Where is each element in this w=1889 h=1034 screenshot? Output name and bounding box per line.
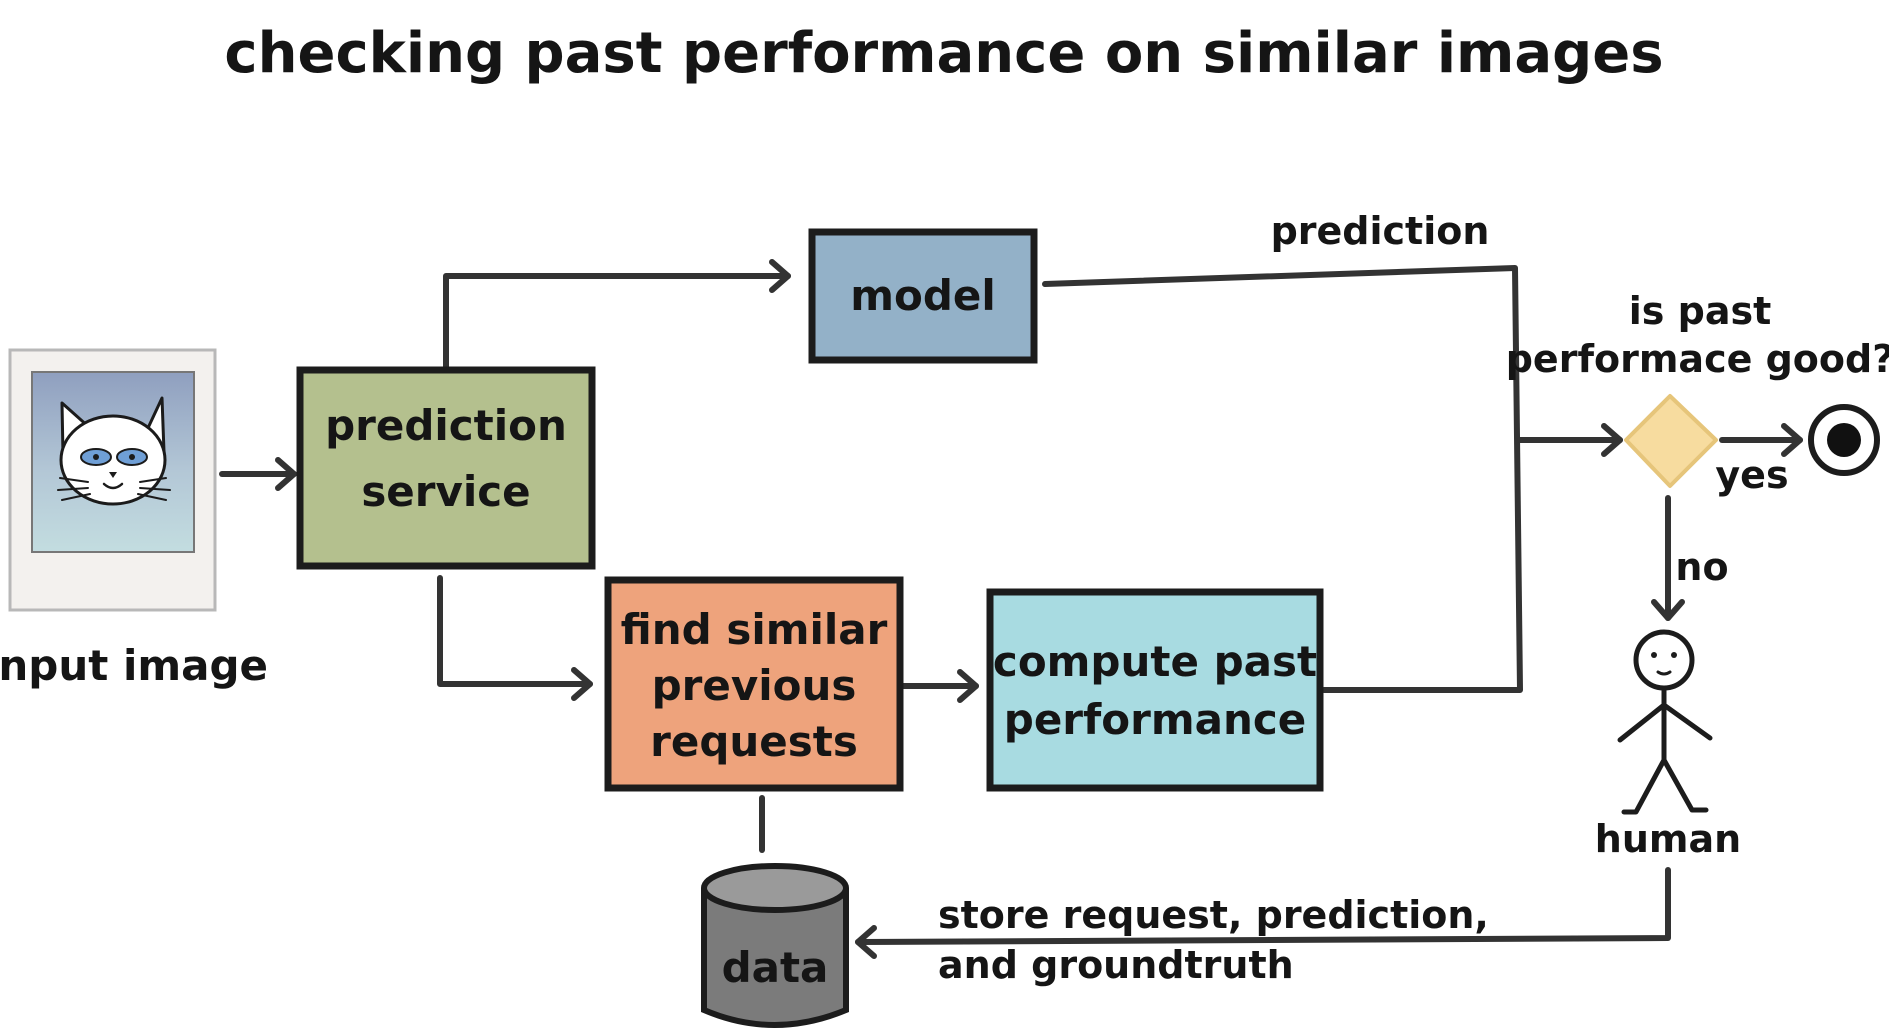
compute-past-node: compute past performance [986, 588, 1324, 792]
input-image: input image [0, 348, 268, 690]
edge-service-to-model [443, 273, 791, 371]
decision-diamond-icon [1624, 394, 1718, 488]
input-image-caption: input image [0, 641, 268, 690]
edge-human-to-data [855, 867, 1671, 945]
arrowhead [275, 457, 297, 491]
decision-question-line-1: is past [1629, 289, 1772, 333]
edge-model-and-compute-to-merge [1042, 265, 1523, 693]
prediction-service-node: prediction service [296, 366, 596, 570]
find-similar-label-line-3: requests [650, 717, 858, 766]
database-body [701, 888, 849, 1028]
stick-figure-icon [1617, 629, 1713, 815]
arrowhead [1781, 423, 1803, 457]
compute-past-label-line-2: performance [1004, 695, 1307, 744]
compute-past-box [986, 588, 1324, 792]
cat-photo-icon [57, 396, 171, 506]
find-similar-label-line-1: find similar [621, 605, 888, 654]
arrowhead [571, 667, 593, 701]
end-state-icon [1808, 404, 1880, 476]
database-top [701, 863, 849, 913]
edge-label-prediction: prediction [1271, 209, 1490, 253]
arrowhead [769, 259, 791, 293]
arrowhead [1601, 423, 1623, 457]
diagram-title: checking past performance on similar ima… [224, 21, 1663, 86]
edge-label-store-line-2: and groundtruth [938, 943, 1294, 987]
arrowhead [855, 925, 877, 959]
edge-label-yes: yes [1715, 453, 1788, 497]
decision-question-line-2: performace good? [1506, 337, 1889, 381]
arrowhead [1651, 599, 1685, 621]
database-label: data [722, 943, 829, 992]
database-icon: data [701, 863, 849, 1028]
edges [219, 259, 1803, 959]
edge-label-no: no [1675, 545, 1728, 589]
human-label: human [1595, 817, 1741, 861]
model-node: model [808, 228, 1038, 364]
prediction-service-label-line-1: prediction [325, 401, 567, 450]
model-box [808, 228, 1038, 364]
edge-service-to-find-similar [437, 575, 593, 687]
model-label: model [850, 271, 996, 320]
decision-node: is past performace good? [1506, 289, 1889, 488]
prediction-service-label-line-2: service [361, 467, 530, 516]
arrowhead [957, 669, 979, 703]
find-similar-box [604, 576, 904, 792]
find-similar-node: find similar previous requests [604, 576, 904, 792]
prediction-service-box [296, 366, 596, 570]
compute-past-label-line-1: compute past [993, 637, 1317, 686]
edge-label-store-line-1: store request, prediction, [938, 893, 1489, 937]
find-similar-label-line-2: previous [652, 661, 857, 710]
